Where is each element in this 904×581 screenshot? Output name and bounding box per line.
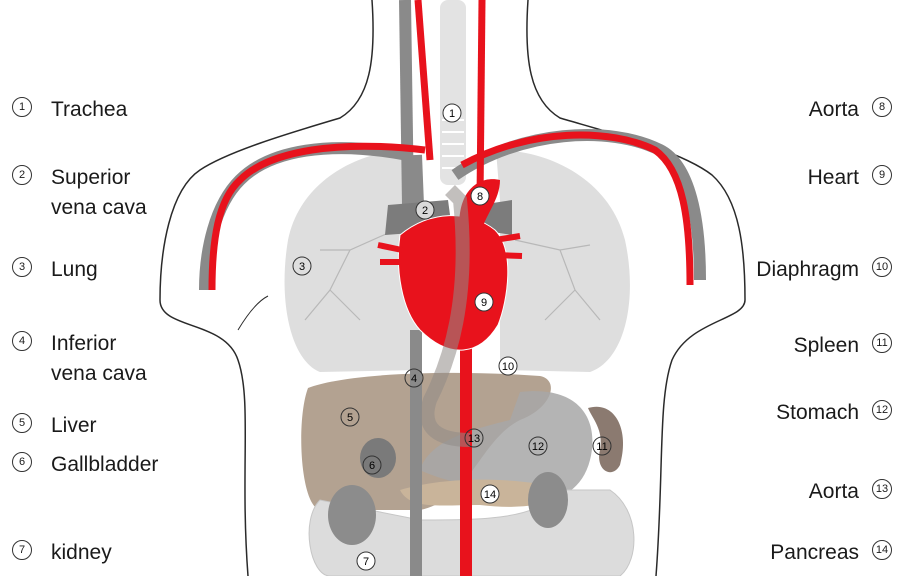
kidney-right bbox=[528, 472, 568, 528]
label-text: Diaphragm bbox=[756, 255, 859, 285]
label-text: Superior vena cava bbox=[51, 163, 147, 223]
svg-text:6: 6 bbox=[369, 460, 375, 472]
marker-9: 9 bbox=[475, 293, 493, 311]
label-number: 3 bbox=[12, 257, 32, 277]
label-number: 8 bbox=[872, 97, 892, 117]
svg-text:12: 12 bbox=[532, 441, 544, 453]
label-text: Aorta bbox=[809, 95, 859, 125]
marker-1: 1 bbox=[443, 104, 461, 122]
label-number: 9 bbox=[872, 165, 892, 185]
label-number: 6 bbox=[12, 452, 32, 472]
label-kidney: 7 kidney bbox=[12, 538, 112, 568]
label-aorta-upper: 8 Aorta bbox=[809, 95, 892, 125]
label-trachea: 1 Trachea bbox=[12, 95, 127, 125]
label-number: 7 bbox=[12, 540, 32, 560]
right-lung bbox=[496, 150, 630, 372]
label-text: Pancreas bbox=[770, 538, 859, 568]
jugular-vein bbox=[405, 0, 408, 205]
svg-text:1: 1 bbox=[449, 108, 455, 120]
label-text: Stomach bbox=[776, 398, 859, 428]
marker-10: 10 bbox=[499, 357, 517, 375]
label-text: Lung bbox=[51, 255, 98, 285]
body-outline bbox=[238, 296, 268, 330]
svg-text:5: 5 bbox=[347, 412, 353, 424]
left-carotid-artery bbox=[418, 0, 430, 160]
svg-text:13: 13 bbox=[468, 433, 480, 445]
label-gallbladder: 6 Gallbladder bbox=[12, 450, 158, 480]
label-number: 2 bbox=[12, 165, 32, 185]
label-text: Gallbladder bbox=[51, 450, 158, 480]
label-number: 10 bbox=[872, 257, 892, 277]
label-text: Aorta bbox=[809, 477, 859, 507]
svg-text:9: 9 bbox=[481, 297, 487, 309]
label-text: Heart bbox=[808, 163, 859, 193]
svg-text:8: 8 bbox=[477, 191, 483, 203]
spleen bbox=[588, 407, 623, 473]
label-number: 5 bbox=[12, 413, 32, 433]
svg-text:14: 14 bbox=[484, 489, 496, 501]
svg-text:2: 2 bbox=[422, 205, 428, 217]
label-superior-vena-cava: 2 Superior vena cava bbox=[12, 163, 147, 223]
label-number: 4 bbox=[12, 331, 32, 351]
label-number: 12 bbox=[872, 400, 892, 420]
label-text: Trachea bbox=[51, 95, 127, 125]
label-number: 11 bbox=[872, 333, 892, 353]
label-pancreas: 14 Pancreas bbox=[770, 538, 892, 568]
label-number: 1 bbox=[12, 97, 32, 117]
label-number: 13 bbox=[872, 479, 892, 499]
marker-14: 14 bbox=[481, 485, 499, 503]
label-diaphragm: 10 Diaphragm bbox=[756, 255, 892, 285]
label-number: 14 bbox=[872, 540, 892, 560]
label-text: Spleen bbox=[794, 331, 859, 361]
kidney-left bbox=[328, 485, 376, 545]
label-liver: 5 Liver bbox=[12, 411, 97, 441]
label-text: kidney bbox=[51, 538, 112, 568]
label-aorta-lower: 13 Aorta bbox=[809, 477, 892, 507]
svg-text:7: 7 bbox=[363, 556, 369, 568]
carotid-artery bbox=[480, 0, 482, 200]
marker-7: 7 bbox=[357, 552, 375, 570]
label-spleen: 11 Spleen bbox=[794, 331, 892, 361]
svg-text:3: 3 bbox=[299, 261, 305, 273]
label-text: Inferior vena cava bbox=[51, 329, 147, 389]
label-inferior-vena-cava: 4 Inferior vena cava bbox=[12, 329, 147, 389]
trachea bbox=[440, 0, 466, 185]
label-text: Liver bbox=[51, 411, 97, 441]
marker-2: 2 bbox=[416, 201, 434, 219]
svg-text:11: 11 bbox=[596, 441, 607, 453]
marker-8: 8 bbox=[471, 187, 489, 205]
svg-text:4: 4 bbox=[411, 373, 417, 385]
label-lung: 3 Lung bbox=[12, 255, 98, 285]
label-stomach: 12 Stomach bbox=[776, 398, 892, 428]
label-heart: 9 Heart bbox=[808, 163, 892, 193]
svg-text:10: 10 bbox=[502, 361, 514, 373]
